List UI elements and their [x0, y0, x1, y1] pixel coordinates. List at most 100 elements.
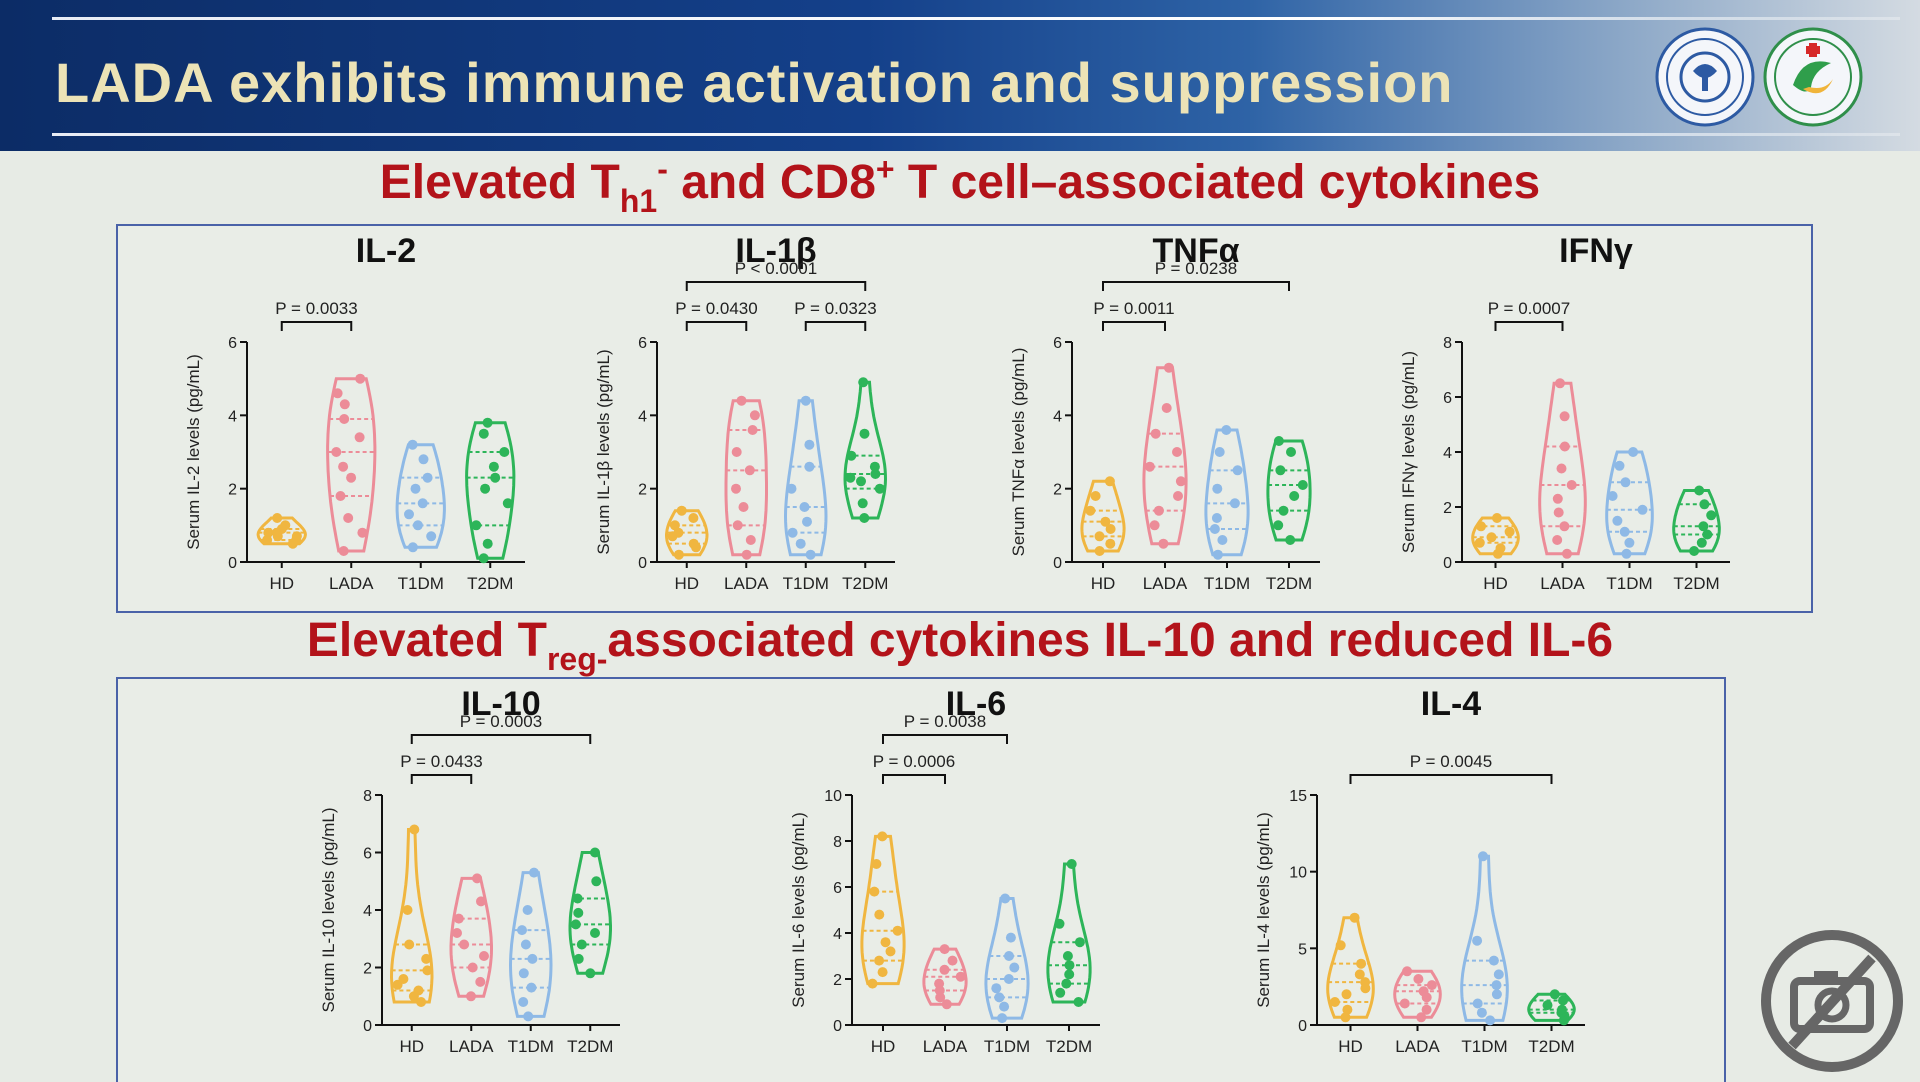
data-point	[885, 946, 896, 957]
data-point	[413, 985, 424, 996]
y-tick-label: 0	[638, 555, 647, 572]
data-point	[867, 978, 878, 989]
data-point	[1491, 980, 1502, 991]
data-point	[422, 472, 433, 483]
y-tick-label: 4	[638, 408, 647, 425]
data-point	[1426, 980, 1437, 991]
x-tick-label: T2DM	[567, 1037, 613, 1056]
data-point	[339, 414, 350, 424]
data-point	[1144, 461, 1155, 472]
data-point	[1478, 851, 1488, 862]
y-tick-label: 2	[228, 482, 237, 499]
slide-title: LADA exhibits immune activation and supp…	[55, 51, 1454, 114]
data-point	[1064, 969, 1075, 980]
data-point	[1421, 1004, 1432, 1015]
data-point	[1628, 447, 1639, 457]
data-point	[357, 527, 368, 538]
violin-hd	[665, 509, 709, 557]
y-tick-label: 10	[1289, 865, 1307, 882]
data-point	[669, 520, 680, 531]
x-tick-label: LADA	[329, 574, 374, 593]
data-point	[1105, 538, 1116, 549]
y-tick-label: 8	[1443, 335, 1452, 352]
y-tick-label: 2	[833, 972, 842, 989]
violin-lada	[922, 947, 968, 1006]
data-point	[1476, 1007, 1487, 1018]
data-point	[263, 527, 274, 538]
data-point	[518, 997, 529, 1007]
data-point	[1004, 951, 1014, 961]
data-point	[1273, 436, 1284, 446]
data-point	[338, 461, 349, 472]
data-point	[1559, 521, 1570, 532]
data-point	[731, 483, 741, 494]
data-point	[467, 962, 478, 973]
y-tick-label: 8	[833, 834, 842, 851]
data-point	[412, 520, 423, 531]
x-tick-label: LADA	[923, 1037, 968, 1056]
data-point	[478, 428, 489, 439]
data-point	[1009, 962, 1020, 973]
y-tick-label: 2	[638, 482, 647, 499]
data-point	[478, 553, 489, 564]
data-point	[1706, 510, 1717, 521]
data-point	[475, 976, 486, 987]
p-value-label: P = 0.0238	[1155, 259, 1237, 278]
data-point	[804, 439, 815, 450]
y-tick-label: 4	[1053, 408, 1062, 425]
data-point	[527, 953, 538, 964]
data-point	[676, 505, 687, 516]
data-point	[999, 1001, 1010, 1012]
data-point	[786, 483, 797, 494]
y-tick-label: 4	[363, 903, 372, 920]
data-point	[471, 520, 482, 531]
data-point	[1221, 425, 1232, 435]
data-point	[338, 546, 349, 556]
data-point	[741, 549, 752, 560]
data-point	[744, 465, 755, 476]
data-point	[1073, 997, 1084, 1007]
data-point	[407, 439, 418, 450]
data-point	[874, 909, 885, 920]
data-point	[482, 538, 493, 549]
data-point	[1637, 504, 1648, 515]
significance-bracket	[410, 734, 592, 744]
x-tick-label: T1DM	[1461, 1037, 1507, 1056]
data-point	[1472, 935, 1483, 946]
data-point	[1504, 526, 1515, 537]
violin-t2dm	[1527, 992, 1576, 1022]
panel-title: IL-10	[461, 685, 540, 723]
data-point	[795, 538, 806, 549]
data-point	[1416, 1012, 1427, 1023]
data-point	[472, 873, 483, 884]
data-point	[1232, 465, 1243, 476]
banner-rule-bottom	[52, 133, 1900, 136]
data-point	[518, 968, 529, 979]
data-point	[880, 937, 891, 948]
data-point	[452, 928, 462, 938]
data-point	[939, 944, 950, 955]
y-tick-label: 0	[228, 555, 237, 572]
x-tick-label: HD	[871, 1037, 896, 1056]
data-point	[1694, 485, 1705, 496]
significance-bracket	[1102, 321, 1166, 331]
data-point	[459, 939, 470, 950]
data-point	[1472, 998, 1483, 1009]
data-point	[800, 395, 811, 406]
y-tick-label: 0	[1443, 555, 1452, 572]
data-point	[426, 531, 437, 542]
data-point	[1553, 507, 1564, 518]
data-point	[1209, 524, 1220, 534]
violin-t2dm	[465, 421, 516, 560]
data-point	[1621, 548, 1632, 559]
data-point	[1562, 548, 1572, 559]
data-point	[1689, 546, 1700, 556]
data-point	[802, 516, 812, 527]
data-point	[343, 513, 354, 523]
data-point	[1557, 1004, 1567, 1015]
data-point	[1094, 546, 1105, 556]
data-point	[1158, 538, 1169, 549]
data-point	[749, 410, 760, 421]
data-point	[994, 992, 1005, 1003]
